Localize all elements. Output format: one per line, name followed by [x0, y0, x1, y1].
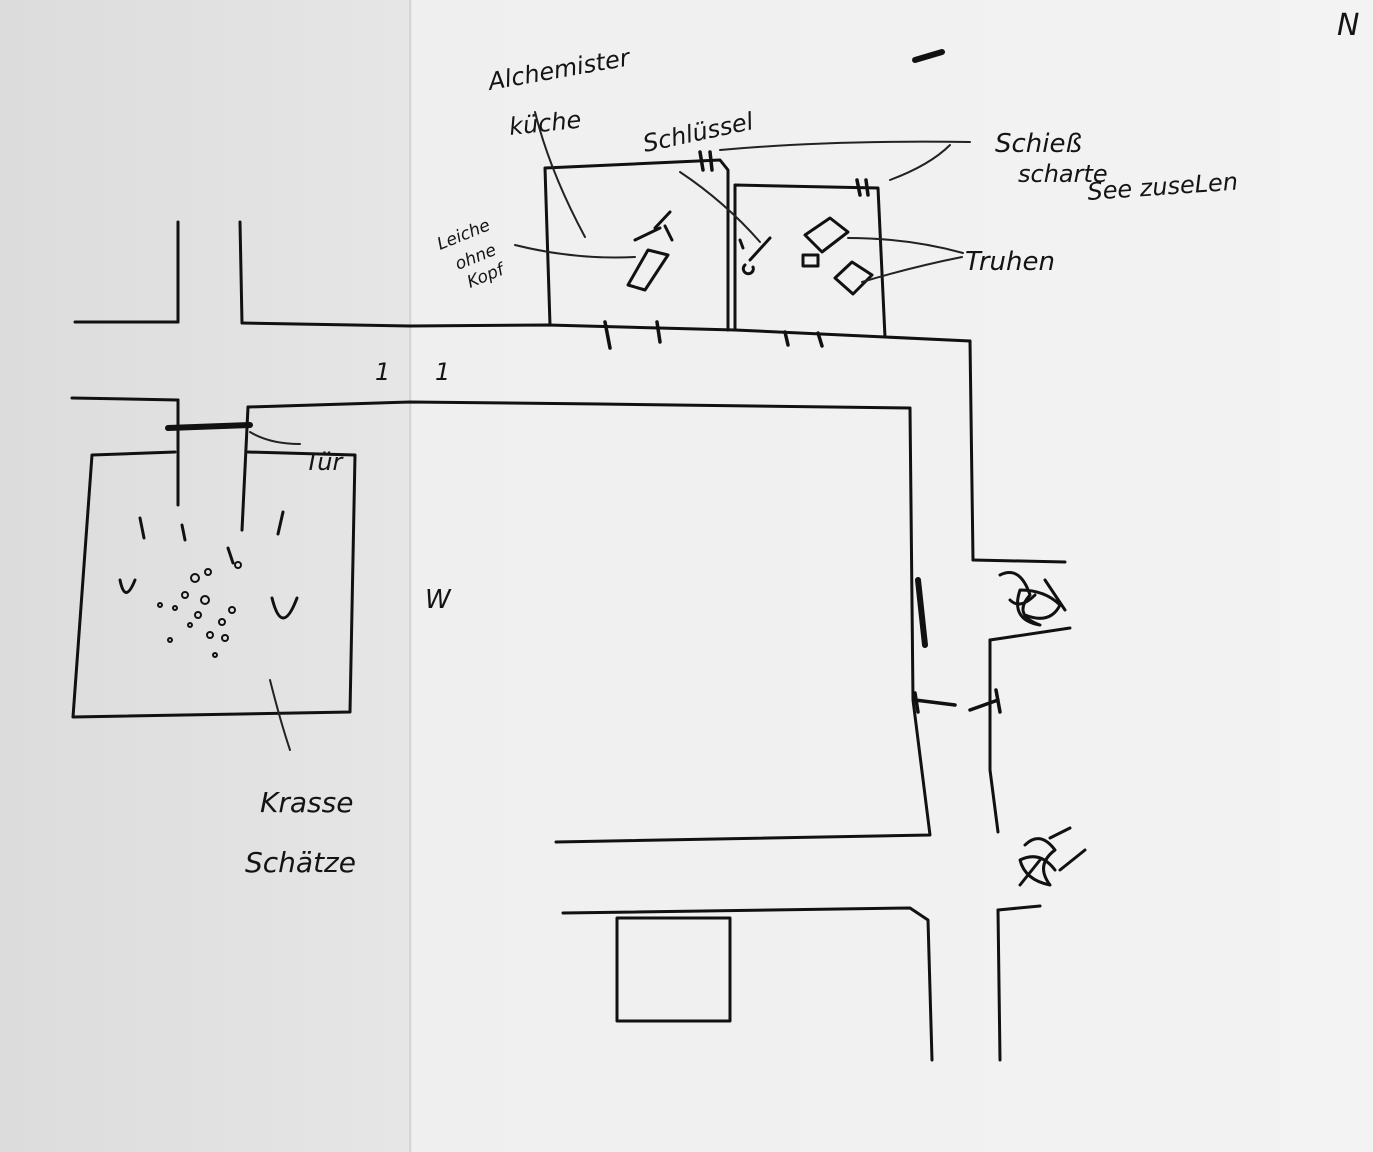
arrow-slit-label-1: Schieß [995, 129, 1082, 159]
west-label: W [425, 585, 452, 615]
leader-arrow-slit [719, 140, 971, 181]
corpse-icon [514, 210, 674, 292]
leader-treasures [269, 679, 291, 751]
chest-room [733, 183, 887, 339]
treasures-label-2: Schätze [245, 846, 356, 879]
treasure-coins [157, 561, 242, 658]
east-gate [913, 577, 1002, 714]
statue-icon [118, 510, 299, 620]
leader-key [679, 171, 761, 243]
treasure-room [71, 398, 357, 719]
alchemist-kitchen-room [543, 158, 730, 332]
small-room [615, 916, 732, 1023]
corridor-doors [603, 320, 824, 350]
treasure-door [165, 422, 253, 431]
door-label: Tür [305, 448, 344, 476]
north-label: N [1337, 8, 1359, 43]
east-alcove [971, 558, 1072, 642]
stair-mark-right: 1 [435, 358, 450, 386]
main-corridor [70, 220, 1042, 1062]
leader-door [249, 431, 301, 445]
arrow-slit-label-2: scharte [1018, 160, 1108, 188]
chests-label: Truhen [965, 247, 1055, 277]
chest-icon [801, 216, 874, 296]
key-icon [738, 236, 772, 276]
treasures-label-1: Krasse [260, 786, 353, 819]
arrow-slit-marks [698, 150, 870, 197]
stair-mark-left: 1 [375, 358, 390, 386]
leader-kitchen [534, 111, 586, 238]
leader-chests [847, 237, 964, 283]
east-creature [1018, 826, 1087, 887]
pen-mark [912, 49, 945, 63]
